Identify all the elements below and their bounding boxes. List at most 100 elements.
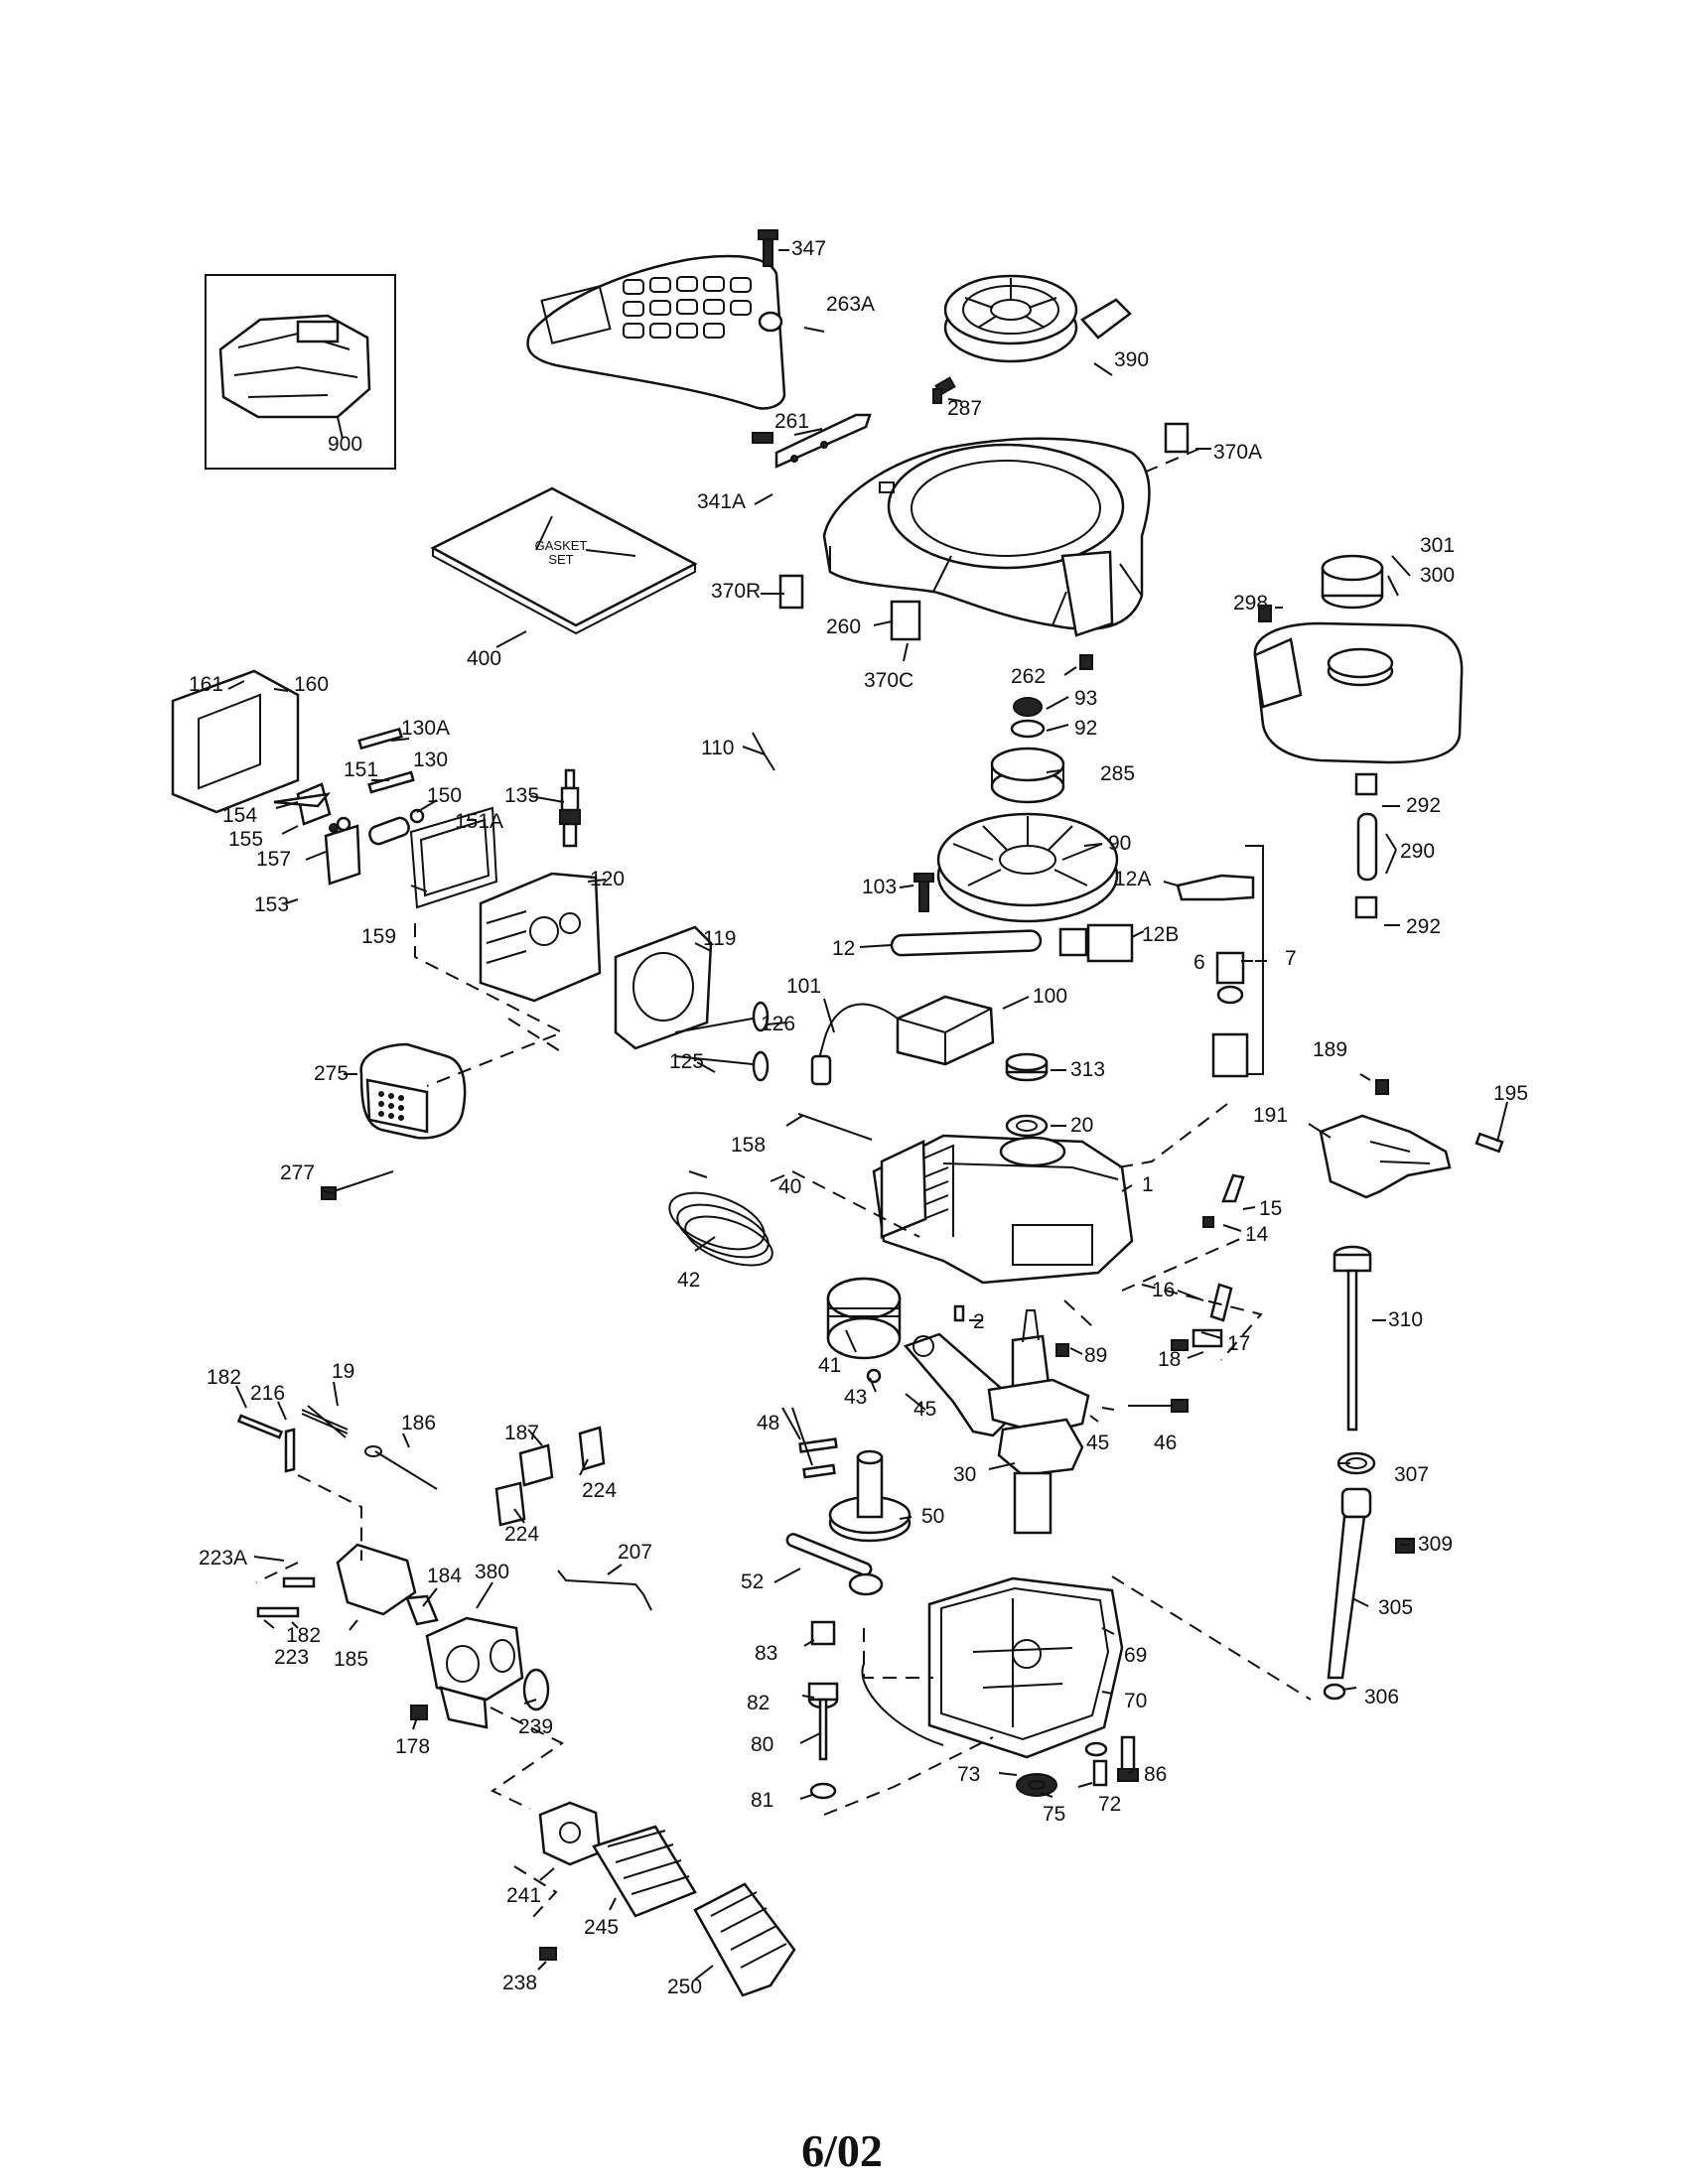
callout-306: 306 [1364,1686,1399,1708]
callout-285: 285 [1100,762,1135,785]
callout-189: 189 [1313,1038,1347,1061]
governor-parts [1141,1283,1263,1361]
throttle-linkage [236,1405,438,1490]
rewind-starter [943,274,1132,363]
callout-15: 15 [1259,1197,1282,1220]
callout-341A: 341A [697,490,746,513]
oil-seal [1005,1052,1049,1082]
callout-119: 119 [703,927,736,950]
part-callouts: 347 263A 390 287 900 261 370A 341A 301 3… [189,237,1528,1998]
callout-223: 223 [274,1646,309,1669]
callout-195: 195 [1493,1082,1528,1105]
callout-82: 82 [747,1692,770,1714]
air-filter-base [538,1801,602,1866]
callout-182-lower: 182 [286,1624,321,1647]
crankshaft [987,1309,1090,1535]
blower-housing [822,437,1151,637]
callout-14: 14 [1245,1223,1269,1246]
callout-261: 261 [774,410,809,433]
callout-45-lower: 45 [1086,1432,1109,1454]
callout-80: 80 [751,1733,773,1756]
fuel-line [1354,772,1378,919]
callout-83: 83 [755,1642,777,1665]
callout-42: 42 [677,1269,700,1292]
decal-370C [890,600,921,641]
cam-gear [828,1449,912,1543]
callout-17: 17 [1227,1332,1250,1355]
assembly-guide-lines [255,448,1312,1919]
engine-assembly-inset [205,274,396,470]
callout-73: 73 [957,1763,980,1786]
callout-12B: 12B [1142,923,1179,946]
callout-45: 45 [913,1398,936,1421]
callout-159: 159 [361,925,396,948]
callout-262: 262 [1011,665,1046,688]
leader-lines [227,249,1508,1980]
callout-301: 301 [1420,534,1455,557]
camshaft [785,1533,884,1596]
dowel-pin [953,1304,965,1322]
callout-46: 46 [1154,1432,1177,1454]
callout-20: 20 [1070,1114,1093,1137]
callout-292-lower: 292 [1406,915,1441,938]
callout-245: 245 [584,1916,619,1939]
callout-187: 187 [504,1422,539,1444]
callout-224: 224 [582,1479,617,1502]
flywheel-nut [1010,697,1046,739]
valve-intake [674,1050,770,1082]
callout-125: 125 [669,1050,704,1073]
connecting-rod [903,1332,1013,1437]
ignition-module [810,995,995,1086]
callout-178: 178 [395,1735,430,1758]
callout-191: 191 [1253,1104,1288,1127]
callout-69: 69 [1124,1644,1147,1667]
push-rod [797,1113,873,1141]
callout-158: 158 [731,1134,766,1157]
air-filter-cover [693,1882,796,1997]
callout-43: 43 [844,1386,867,1409]
callout-70: 70 [1124,1690,1147,1712]
callout-153: 153 [254,893,289,916]
callout-239: 239 [518,1715,553,1738]
callout-216: 216 [250,1382,285,1405]
callout-160: 160 [294,673,329,696]
valve-exhaust [674,1001,770,1033]
screw-103 [913,873,934,912]
callout-241: 241 [506,1884,541,1907]
oil-sump [861,1576,1124,1759]
callout-7: 7 [1285,947,1297,970]
callout-292: 292 [1406,794,1441,817]
callout-370A: 370A [1213,441,1262,464]
carb-nut [410,1705,428,1720]
dipstick-tube [1323,1487,1415,1701]
callout-2: 2 [973,1310,985,1333]
callout-275: 275 [314,1062,349,1085]
callout-92: 92 [1074,717,1097,740]
callout-89: 89 [1084,1344,1107,1367]
shroud-cover [526,254,786,410]
callout-155: 155 [228,828,263,851]
control-bracket [1319,1079,1504,1199]
air-filter-element [592,1825,697,1918]
page-footer: 6/02 [801,2125,883,2176]
callout-287: 287 [947,397,982,420]
cylinder-block [872,1134,1134,1285]
screw-298 [1258,605,1272,622]
callout-300: 300 [1420,564,1455,587]
callout-347: 347 [791,237,826,260]
piston-rings [668,1170,773,1267]
callout-277: 277 [280,1161,315,1184]
callout-72: 72 [1098,1793,1121,1816]
callout-161: 161 [189,673,223,696]
callout-238: 238 [502,1972,537,1994]
callout-182: 182 [207,1366,241,1389]
gasket-set: GASKET SET [430,486,698,635]
dipstick [1333,1245,1372,1432]
rocker-arm-parts [273,727,425,886]
callout-12: 12 [832,937,855,960]
svg-text:GASKET: GASKET [535,538,588,553]
ground-terminal [1176,874,1255,901]
choke-link [557,1570,652,1611]
callout-81: 81 [751,1789,773,1812]
callout-86: 86 [1144,1763,1167,1786]
